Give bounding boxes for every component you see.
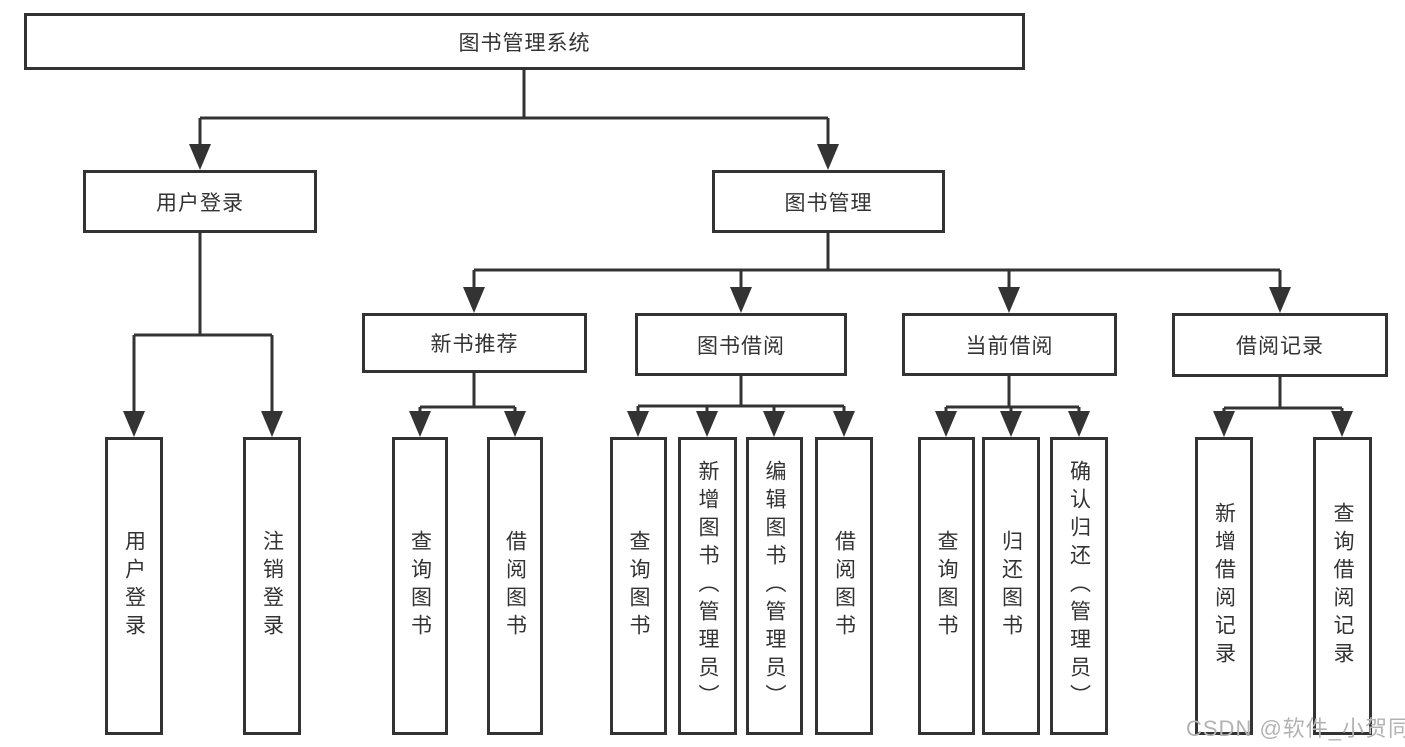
leaf-query-borrow-record: 查询借阅记录 <box>1313 437 1372 735</box>
node-book-borrow-label: 图书借阅 <box>697 334 785 358</box>
leaf-add-borrow-record-label: 新增借阅记录 <box>1212 502 1236 670</box>
leaf-borrow-query-books-label: 查询图书 <box>627 530 650 642</box>
leaf-current-query-books: 查询图书 <box>918 437 975 735</box>
leaf-logout: 注销登录 <box>243 437 301 735</box>
leaf-borrow-borrow-books: 借阅图书 <box>815 437 873 735</box>
leaf-add-book-admin-label: 新增图书（管理员） <box>696 460 719 712</box>
node-root-label: 图书管理系统 <box>458 31 591 55</box>
node-root: 图书管理系统 <box>24 13 1025 70</box>
leaf-confirm-return-admin: 确认归还（管理员） <box>1050 437 1108 735</box>
node-book-management-label: 图书管理 <box>784 191 873 215</box>
node-user-login-label: 用户登录 <box>156 191 244 215</box>
node-borrow-records: 借阅记录 <box>1172 313 1388 377</box>
node-book-management: 图书管理 <box>712 170 945 233</box>
leaf-add-borrow-record: 新增借阅记录 <box>1195 437 1253 735</box>
node-book-borrow: 图书借阅 <box>635 313 847 376</box>
leaf-newbook-borrow-books: 借阅图书 <box>487 437 543 735</box>
leaf-user-login-label: 用户登录 <box>122 530 146 642</box>
watermark: CSDN @软件_小贺同学 <box>1186 716 1405 741</box>
leaf-logout-label: 注销登录 <box>260 530 284 642</box>
node-new-book-recommend: 新书推荐 <box>362 313 587 373</box>
leaf-borrow-borrow-books-label: 借阅图书 <box>832 530 856 642</box>
leaf-newbook-query-books-label: 查询图书 <box>408 530 432 642</box>
node-current-borrow: 当前借阅 <box>902 313 1117 376</box>
leaf-confirm-return-admin-label: 确认归还（管理员） <box>1067 460 1091 712</box>
leaf-return-books: 归还图书 <box>982 437 1040 735</box>
node-borrow-records-label: 借阅记录 <box>1236 335 1324 358</box>
node-new-book-recommend-label: 新书推荐 <box>430 333 519 356</box>
arrowheads <box>123 144 1353 437</box>
leaf-newbook-borrow-books-label: 借阅图书 <box>503 530 527 642</box>
leaf-return-books-label: 归还图书 <box>999 530 1023 642</box>
leaf-query-borrow-record-label: 查询借阅记录 <box>1331 502 1354 670</box>
leaf-add-book-admin: 新增图书（管理员） <box>678 437 737 735</box>
leaf-edit-book-admin-label: 编辑图书（管理员） <box>763 460 786 712</box>
node-user-login: 用户登录 <box>83 170 317 233</box>
leaf-user-login: 用户登录 <box>105 437 163 735</box>
node-current-borrow-label: 当前借阅 <box>965 334 1054 358</box>
leaf-current-query-books-label: 查询图书 <box>935 530 958 642</box>
leaf-edit-book-admin: 编辑图书（管理员） <box>746 437 803 735</box>
leaf-borrow-query-books: 查询图书 <box>610 437 667 735</box>
leaf-newbook-query-books: 查询图书 <box>392 437 448 735</box>
